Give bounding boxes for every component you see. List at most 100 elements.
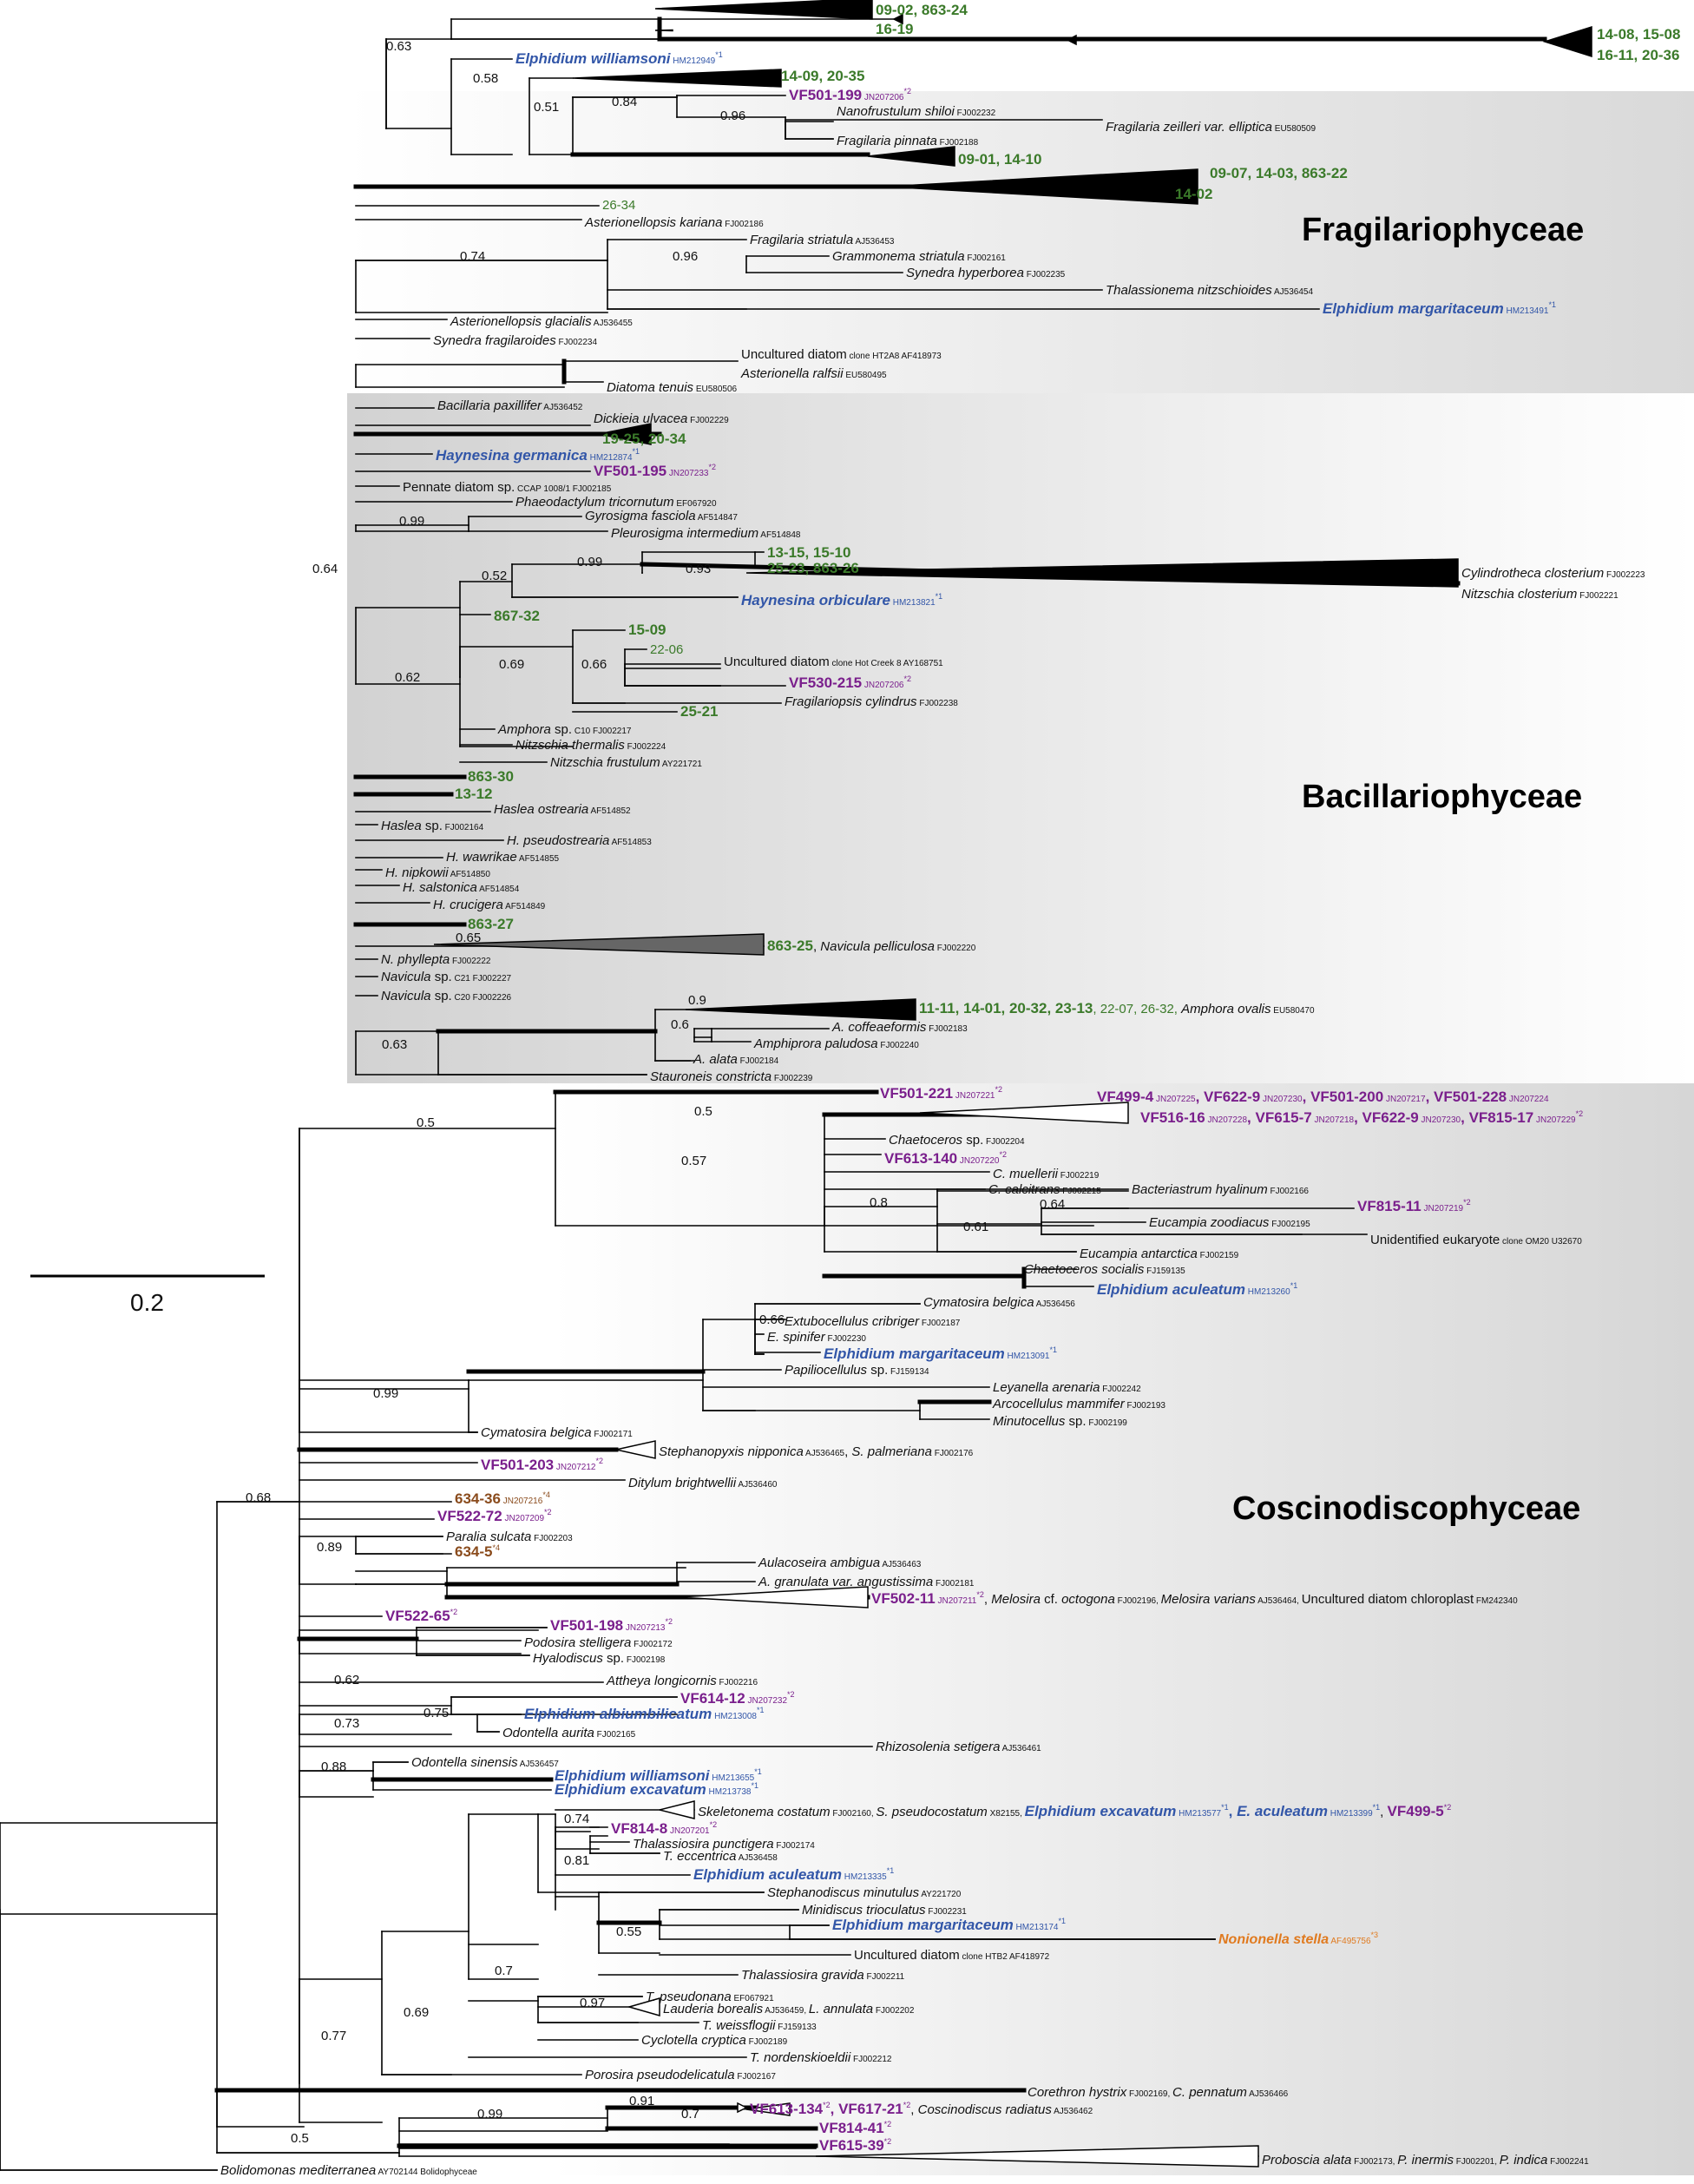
leaf-label-part: FJ002240 [878, 1041, 920, 1050]
clade-triangle-vf499-4 [919, 1102, 1129, 1124]
leaf-label-part: *1 [1221, 1803, 1229, 1812]
leaf-label: Lauderia borealis AJ536459, L. annulata … [663, 2002, 915, 2016]
leaf-label: Fragilaria striatula AJ536453 [750, 233, 895, 247]
leaf-label-part: JN207212 [554, 1463, 596, 1472]
leaf-label-part: *2 [596, 1457, 604, 1465]
leaf-label-part: VF499-4 [1097, 1089, 1154, 1105]
leaf-label: Thalassiosira gravida FJ002211 [741, 1968, 905, 1983]
leaf-label-part: *2 [976, 1590, 984, 1599]
leaf-label-part: T. pseudonana [646, 1990, 732, 2004]
leaf-label-part: *2 [709, 463, 717, 471]
bootstrap-value: 0.69 [499, 657, 524, 672]
leaf-label-part: VF501-199 [789, 87, 862, 103]
leaf-label-part: *2 [1576, 1109, 1584, 1118]
leaf-label-part: FJ002169, [1126, 2089, 1172, 2099]
bootstrap-value: 0.96 [673, 249, 698, 264]
leaf-label-part: Gyrosigma fasciola [585, 509, 696, 523]
leaf-label: Elphidium williamsoni HM212949*1 [515, 50, 723, 67]
leaf-label: Elphidium aculeatum HM213260*1 [1097, 1281, 1297, 1298]
leaf-label: Papiliocellulus sp. FJ159134 [785, 1363, 929, 1378]
leaf-label-part: HM213738 [706, 1787, 752, 1797]
leaf-label: 19-25, 20-34 [602, 431, 686, 447]
leaf-label-part: *2 [823, 2101, 831, 2109]
leaf-label: Stephanopyxis nipponica AJ536465, S. pal… [659, 1444, 974, 1459]
group-label-coscinodiscophyceae: Coscinodiscophyceae [1232, 1490, 1580, 1527]
leaf-label-part: S. palmeriana [851, 1444, 932, 1459]
leaf-label: Stephanodiscus minutulus AY221720 [767, 1885, 962, 1900]
leaf-label-part: Podosira stelligera [524, 1635, 631, 1650]
bootstrap-value: 0.74 [564, 1812, 589, 1826]
leaf-label-part: FJ002238 [917, 699, 959, 708]
leaf-label-part: sp. [551, 722, 572, 737]
bootstrap-value: 0.93 [686, 562, 711, 576]
leaf-label-part: FJ002231 [926, 1907, 968, 1917]
leaf-label: Phaeodactylum tricornutum EF067920 [515, 495, 717, 510]
leaf-label: Chaetoceros sp. FJ002204 [889, 1133, 1025, 1148]
leaf-label-part: JN207232 [745, 1696, 788, 1706]
leaf-label: Cylindrotheca closterium FJ002223 [1461, 566, 1645, 581]
leaf-label-part: VF814-8 [611, 1820, 667, 1837]
leaf-label-part: *2 [1463, 1198, 1471, 1207]
leaf-label-part: sp. [431, 989, 452, 1003]
leaf-label: Cymatosira belgica FJ002171 [481, 1425, 633, 1440]
collapsed-clades [433, 0, 1592, 2168]
leaf-label: Fragilariopsis cylindrus FJ002238 [785, 694, 958, 709]
leaf-label: Paralia sulcata FJ002203 [446, 1529, 573, 1544]
leaf-label: Nonionella stella AF495756*3 [1218, 1931, 1378, 1947]
leaf-label-part: sp. [1065, 1414, 1086, 1429]
leaf-label-part: FJ002161 [965, 253, 1007, 263]
leaf-label-part: VF502-11 [871, 1590, 936, 1607]
leaf-label: T. nordenskioeldii FJ002212 [750, 2050, 892, 2065]
leaf-label: Haynesina orbiculare HM213821*1 [741, 592, 942, 608]
leaf-label-part: FJ002187 [919, 1319, 961, 1328]
leaf-label-part: Elphidium williamsoni [555, 1767, 711, 1784]
bootstrap-value: 0.51 [534, 100, 559, 115]
leaf-label: VF814-41*2 [819, 2120, 891, 2136]
leaf-label-part: Cymatosira belgica [481, 1425, 592, 1440]
leaf-label-part: 09-07, 14-03, 863-22 [1210, 165, 1348, 181]
leaf-label-part: AJ536466 [1247, 2089, 1289, 2099]
leaf-label-part: H. pseudostrearia [507, 833, 609, 848]
leaf-label: Bacteriastrum hyalinum FJ002166 [1132, 1182, 1309, 1197]
leaf-label: H. salstonica AF514854 [403, 880, 520, 895]
leaf-label-part: octogona [1061, 1592, 1115, 1607]
leaf-label-part: C20 FJ002226 [452, 993, 512, 1003]
leaf-label-part: Cyclotella cryptica [641, 2033, 746, 2048]
leaf-label-part: JN207233 [666, 469, 709, 478]
leaf-label-part: T. nordenskioeldii [750, 2050, 851, 2065]
leaf-label: T. eccentrica AJ536458 [663, 1849, 778, 1864]
leaf-label-part: FJ002222 [450, 957, 491, 966]
leaf-label-part: AY221721 [660, 760, 703, 769]
leaf-label: Minutocellus sp. FJ002199 [993, 1414, 1127, 1429]
leaf-label-part: Uncultured diatom [741, 347, 847, 362]
leaf-label-part: , [831, 2101, 838, 2117]
leaf-label-part: *1 [936, 592, 943, 601]
leaf-label-part: AF514852 [588, 806, 631, 816]
leaf-label-part: JN207224 [1507, 1095, 1549, 1104]
leaf-label-part: Cylindrotheca closterium [1461, 566, 1604, 581]
leaf-label-part: *1 [633, 447, 640, 456]
leaf-label: T. pseudonana EF067921 [646, 1990, 774, 2004]
leaf-label-part: CCAP 1008/1 FJ002185 [515, 484, 611, 494]
leaf-label-part: VF501-195 [594, 463, 666, 479]
scale-bar-label: 0.2 [130, 1289, 164, 1316]
leaf-label: 13-15, 15-10 [767, 544, 850, 561]
leaf-label-part: Elphidium margaritaceum [832, 1917, 1014, 1933]
bootstrap-value: 0.91 [629, 2094, 654, 2108]
leaf-label-part: *1 [887, 1866, 895, 1875]
group-label-bacillariophyceae: Bacillariophyceae [1302, 779, 1582, 815]
leaf-label-part: VF614-12 [680, 1690, 745, 1707]
leaf-label-part: Extubocellulus cribriger [785, 1314, 920, 1329]
leaf-label: Nitzschia thermalis FJ002224 [515, 738, 666, 753]
leaf-label: 863-30 [468, 768, 514, 785]
clade-triangle-vf502-11 [676, 1586, 869, 1608]
clade-triangle-16-19 [654, 29, 673, 32]
leaf-label-part: Attheya longicornis [606, 1674, 717, 1688]
leaf-label-part: Nitzschia closterium [1461, 587, 1577, 602]
leaf-label: Gyrosigma fasciola AF514847 [585, 509, 738, 523]
leaf-label-part: Thalassiosira gravida [741, 1968, 864, 1983]
leaf-label-part: Uncultured diatom [724, 655, 830, 669]
leaf-label-part: Elphidium excavatum [555, 1781, 706, 1798]
leaf-label: VF499-4 JN207225, VF622-9 JN207230, VF50… [1097, 1089, 1549, 1105]
leaf-label-part: FJ002199 [1087, 1418, 1128, 1428]
